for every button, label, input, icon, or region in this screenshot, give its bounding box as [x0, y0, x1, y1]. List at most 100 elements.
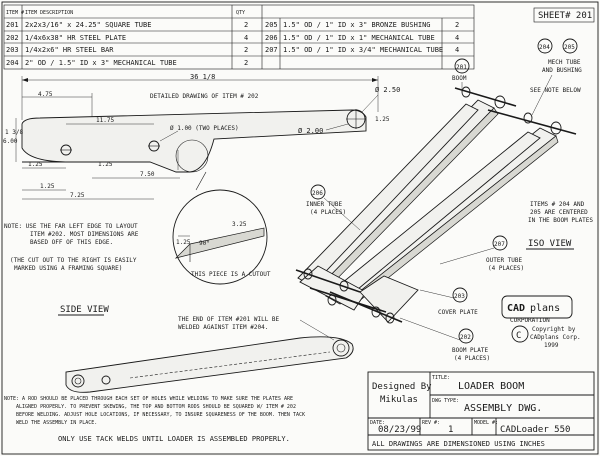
- dim-top-left: 4.75: [38, 91, 53, 98]
- callout-201-label: BOOM: [452, 75, 467, 82]
- callout-206-label: INNER TUBE: [306, 201, 343, 208]
- model-value: CADLoader 550: [500, 425, 570, 435]
- callout-201: 201: [456, 64, 467, 71]
- designed-by-label: Designed By: [372, 382, 432, 392]
- dim-bottom-c: 7.25: [70, 192, 85, 199]
- note-line: BEFORE WELDING. ADJUST HOLE LOCATIONS, I…: [16, 412, 305, 418]
- title-value: LOADER BOOM: [458, 381, 524, 392]
- rev-label: REV #:: [422, 420, 440, 426]
- detail-title: DETAILED DRAWING OF ITEM # 202: [150, 93, 259, 100]
- cutout-detail: 3.25 1.25 90° THIS PIECE IS A CUTOUT: [172, 171, 271, 285]
- copyright-line: 1999: [544, 342, 559, 349]
- table-cell-desc: 2x2x3/16" x 24.25" SQUARE TUBE: [25, 21, 151, 29]
- table-cell-item: 207: [265, 46, 278, 54]
- units-footer: ALL DRAWINGS ARE DIMENSIONED USING INCHE…: [372, 440, 545, 448]
- table-cell-item: 205: [265, 21, 278, 29]
- side-view-plate: [65, 336, 354, 393]
- copyright-line: CADplans Corp.: [530, 334, 581, 341]
- logo-brand-plans: plans: [530, 303, 560, 314]
- table-cell-desc: 1/4x2x6" HR STEEL BAR: [25, 46, 114, 54]
- assembly-note: NOTE: A ROD SHOULD BE PLACED THROUGH EAC…: [4, 396, 305, 443]
- logo-corporation: CORPORATION: [510, 317, 550, 324]
- note-line: (THE CUT OUT TO THE RIGHT IS EASILY: [10, 257, 137, 264]
- sheet-number-box: SHEET# 201: [533, 7, 595, 23]
- table-cell-desc: 1/4x6x38" HR STEEL PLATE: [25, 34, 126, 42]
- note-line: ITEM #202. MOST DIMENSIONS ARE: [30, 231, 139, 238]
- callout-202-label: BOOM PLATE: [452, 347, 489, 354]
- cadplans-logo: CAD plans CORPORATION C Copyright by CAD…: [501, 295, 581, 349]
- callout-206: 206: [312, 190, 323, 197]
- note-line: MARKED USING A FRAMING SQUARE): [14, 265, 122, 272]
- table-cell-qty: 4: [455, 34, 459, 42]
- table-cell-qty: 4: [244, 34, 248, 42]
- boom-plate-profile: [21, 109, 367, 173]
- table-cell-desc: 1.5" OD / 1" ID x 3/4" MECHANICAL TUBE: [283, 46, 443, 54]
- dim-bottom-b: 1.25: [40, 183, 55, 190]
- dim-right-hole: Ø 2.50: [375, 86, 400, 94]
- callout-202-label: (4 PLACES): [454, 355, 490, 362]
- iso-note-line: 205 ARE CENTERED: [530, 209, 588, 216]
- callout-206-label: (4 PLACES): [310, 209, 346, 216]
- dim-total-length: 36 1/8: [190, 73, 215, 81]
- callout-204: 204: [539, 44, 550, 51]
- table-header-item: ITEM #: [6, 10, 24, 16]
- rev-value: 1: [448, 425, 453, 435]
- callout-203: 203: [454, 293, 465, 300]
- logo-brand-cad: CAD: [507, 303, 525, 314]
- dwg-type-value: ASSEMBLY DWG.: [464, 403, 542, 414]
- dim-bottom-d: 1.25: [98, 161, 113, 168]
- dim-left-height-b: 6.00: [3, 138, 18, 145]
- callout-203-label: COVER PLATE: [438, 309, 478, 316]
- table-cell-item: 201: [6, 21, 19, 29]
- parts-table: ITEM # ITEM DESCRIPTION QTY 201 2x2x3/16…: [3, 4, 475, 70]
- table-header-qty: QTY: [236, 10, 245, 16]
- dwg-type-label: DWG TYPE:: [432, 398, 459, 404]
- title-block: Designed By Mikulas TITLE: LOADER BOOM D…: [367, 371, 595, 451]
- callout-202: 202: [460, 334, 471, 341]
- dim-small-hole: Ø 1.00 (TWO PLACES): [170, 125, 239, 132]
- table-cell-desc: 2" OD / 1.5" ID x 3" MECHANICAL TUBE: [25, 59, 177, 67]
- cutout-width: 3.25: [232, 221, 247, 228]
- see-note-label: SEE NOTE BELOW: [530, 87, 581, 94]
- iso-note-line: ITEMS # 204 AND: [530, 201, 585, 208]
- dim-mid: 11.75: [96, 117, 114, 124]
- detail-callout-circle: [175, 139, 209, 173]
- callout-205: 205: [564, 44, 575, 51]
- iso-view: 201 BOOM 204 205 MECH TUBE AND BUSHING S…: [295, 38, 593, 362]
- dim-right-offset: 1.25: [375, 116, 390, 123]
- note-line: ALIGNED PROPERLY. TO PREVENT SKEWING, TH…: [16, 404, 296, 410]
- side-view: SIDE VIEW THE END OF ITEM #201 WILL BE W…: [58, 305, 354, 393]
- note-line: NOTE: USE THE FAR LEFT EDGE TO LAYOUT: [4, 223, 138, 230]
- dim-left-height-a: 1 3/8: [5, 129, 23, 136]
- table-cell-desc: 1.5" OD / 1" ID x 1" MECHANICAL TUBE: [283, 34, 435, 42]
- detail-drawing: 36 1/8 4.75 DETAILED DRAWING OF ITEM # 2…: [3, 73, 400, 200]
- table-cell-item: 203: [6, 46, 19, 54]
- table-cell-desc: 1.5" OD / 1" ID x 3" BRONZE BUSHING: [283, 21, 431, 29]
- dim-bottom-a: 1.25: [28, 161, 43, 168]
- callout-207-label: OUTER TUBE: [486, 257, 523, 264]
- side-note-line: THE END OF ITEM #201 WILL BE: [178, 316, 280, 323]
- title-label: TITLE:: [432, 375, 450, 381]
- table-cell-qty: 2: [455, 21, 459, 29]
- cutout-height: 1.25: [176, 239, 191, 246]
- model-label: MODEL #:: [474, 420, 498, 426]
- designed-by-value: Mikulas: [380, 395, 418, 405]
- note-line: WELD THE ASSEMBLY IN PLACE.: [16, 420, 97, 426]
- table-cell-item: 202: [6, 34, 19, 42]
- copyright-mark: C: [516, 331, 521, 341]
- mech-tube-label: AND BUSHING: [542, 67, 582, 74]
- iso-view-title: ISO VIEW: [528, 239, 572, 249]
- cutout-label: THIS PIECE IS A CUTOUT: [191, 271, 271, 278]
- note-line: NOTE: A ROD SHOULD BE PLACED THROUGH EAC…: [4, 396, 293, 402]
- dim-big-hole: Ø 2.00: [298, 127, 323, 135]
- tack-weld-note: ONLY USE TACK WELDS UNTIL LOADER IS ASSE…: [58, 435, 290, 443]
- layout-note: NOTE: USE THE FAR LEFT EDGE TO LAYOUT IT…: [4, 223, 139, 272]
- side-view-title: SIDE VIEW: [60, 305, 109, 315]
- sheet-number: SHEET# 201: [538, 11, 592, 21]
- iso-note-line: IN THE BOOM PLATES: [528, 217, 593, 224]
- table-cell-qty: 2: [244, 21, 248, 29]
- table-cell-qty: 2: [244, 46, 248, 54]
